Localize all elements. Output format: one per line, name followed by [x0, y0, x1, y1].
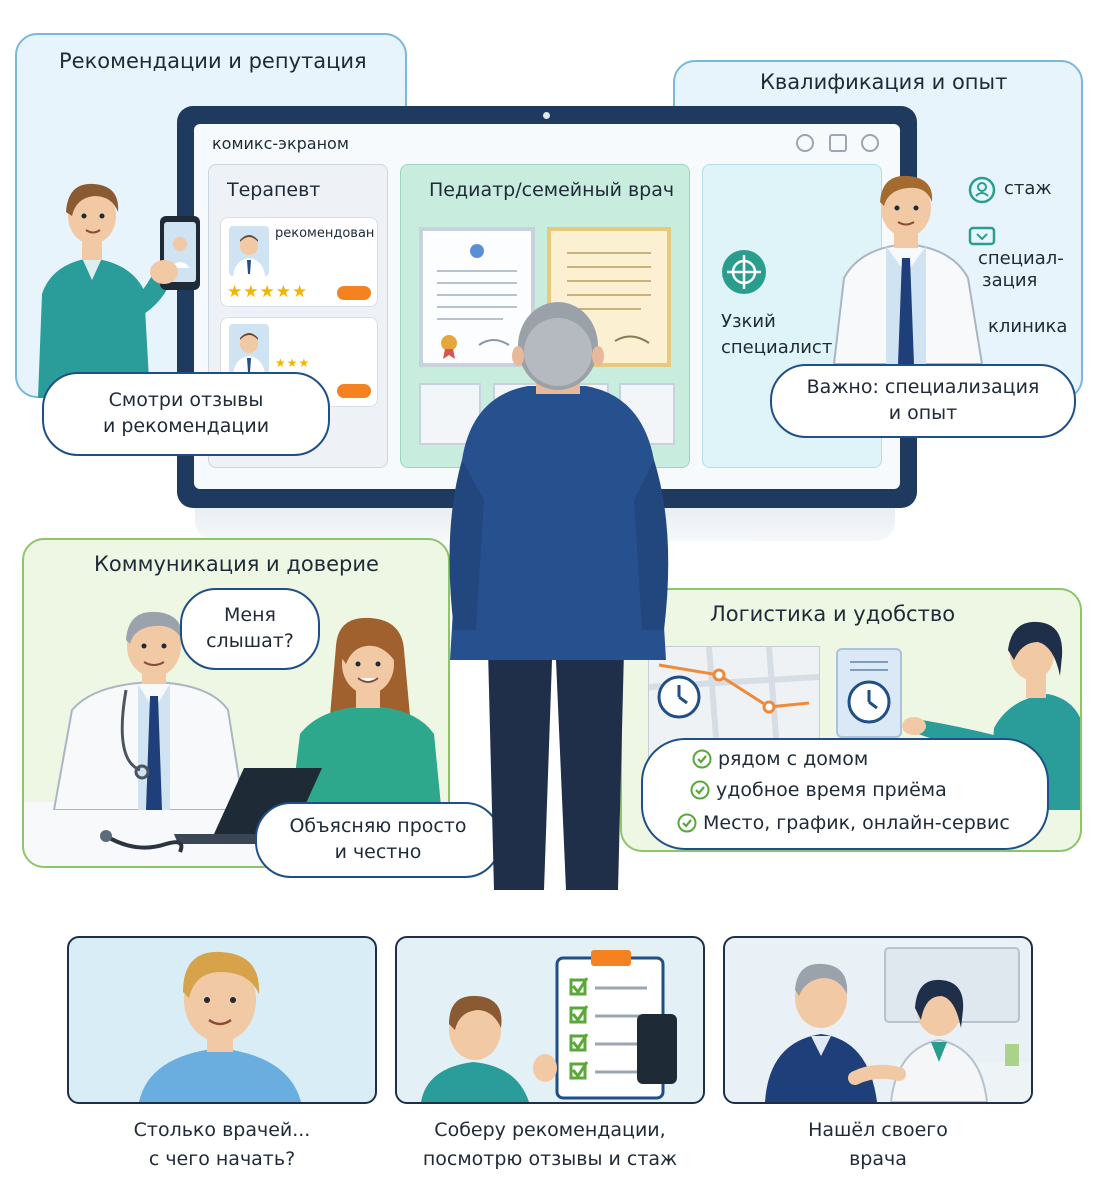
bubble-line: и рекомендации: [102, 415, 270, 437]
panel-qualification-title: Квалификация и опыт: [760, 70, 1008, 94]
caption-line: Соберу рекомендации,: [434, 1119, 666, 1141]
check-item: удобное время приёма: [690, 779, 947, 801]
doctor-illustration: [830, 172, 988, 364]
speech-bubble-specialization: Важно: специализация и опыт: [770, 364, 1076, 438]
comic-caption-2: Соберу рекомендации, посмотрю отзывы и с…: [380, 1116, 720, 1173]
check-item: Место, график, онлайн-сервис: [677, 812, 1010, 834]
rating-stars: ★★★★★: [227, 282, 309, 302]
doctor-column-pediatrician[interactable]: Педиатр/семейный врач: [400, 164, 690, 468]
card-label: рекомендован: [275, 226, 375, 241]
caption-line: посмотрю отзывы и стаж: [422, 1147, 678, 1170]
avatar: [229, 324, 269, 374]
window-maximize-button[interactable]: [829, 134, 847, 152]
check-label: рядом с домом: [718, 748, 869, 770]
bubble-line: Смотри отзывы: [108, 389, 264, 412]
panel-reputation-title: Рекомендации и репутация: [59, 49, 367, 73]
caption-line: Столько врачей...: [133, 1119, 311, 1141]
schedule-card: [836, 648, 902, 738]
qualification-specialization-2: зация: [982, 270, 1038, 291]
caption-line: врача: [849, 1147, 907, 1170]
doctor-illustration: [44, 610, 254, 810]
check-icon: [677, 813, 697, 833]
window-title: комикс-экраном: [212, 134, 349, 153]
speech-bubble-heard: Меня слышат?: [180, 588, 320, 670]
panel-logistics-title: Логистика и удобство: [710, 602, 956, 626]
bubble-line: Важно: специализация: [806, 376, 1040, 399]
check-label: удобное время приёма: [716, 779, 947, 801]
rating-stars: ★★★: [275, 356, 311, 370]
speech-bubble-reviews: Смотри отзывы и рекомендации: [42, 372, 330, 456]
column-label-pediatrician: Педиатр/семейный врач: [429, 179, 675, 201]
experience-icon: [968, 176, 996, 204]
window-minimize-button[interactable]: [796, 134, 814, 152]
bubble-line: Объясняю просто: [289, 815, 467, 838]
rating-badge: [337, 286, 371, 300]
comic-frame-2: [395, 936, 705, 1104]
qualification-specialization-1: специал-: [978, 248, 1064, 269]
target-icon: [721, 249, 767, 295]
check-icon: [690, 780, 710, 800]
check-icon: [692, 749, 712, 769]
column-label-therapist: Терапевт: [227, 179, 321, 201]
check-item: рядом с домом: [692, 748, 868, 770]
window-close-button[interactable]: [861, 134, 879, 152]
panel-communication-title: Коммуникация и доверие: [94, 552, 379, 576]
column-label-specialist-1: Узкий: [721, 311, 776, 332]
stethoscope-icon: [96, 824, 196, 864]
bubble-line: слышат?: [206, 630, 294, 652]
comic-frame-3: [723, 936, 1033, 1104]
qualification-clinic: клиника: [988, 316, 1068, 337]
patient-woman-illustration: [286, 616, 446, 816]
caption-line: с чего начать?: [148, 1147, 296, 1170]
comic-caption-3: Нашёл своего врача: [723, 1116, 1033, 1173]
caption-line: Нашёл своего: [808, 1119, 948, 1141]
bubble-line: Меня: [224, 604, 276, 627]
column-label-specialist-2: специалист: [721, 337, 833, 358]
diploma-certificate: [419, 227, 535, 367]
comic-caption-1: Столько врачей... с чего начать?: [67, 1116, 377, 1173]
check-label: Место, график, онлайн-сервис: [703, 812, 1010, 834]
camera-dot: [543, 112, 550, 119]
bubble-line: и опыт: [888, 402, 958, 424]
bubble-line: и честно: [334, 841, 422, 863]
qualification-experience: стаж: [1004, 178, 1052, 199]
speech-bubble-explain: Объясняю просто и честно: [255, 802, 501, 878]
comic-frame-1: [67, 936, 377, 1104]
avatar: [229, 226, 269, 276]
man-with-phone-illustration: [32, 172, 212, 398]
logistics-checklist-bubble: [641, 738, 1049, 850]
specialization-icon: [968, 226, 996, 246]
doctor-card[interactable]: рекомендован ★★★★★: [220, 217, 378, 307]
man-back-view-illustration: [432, 300, 682, 890]
rating-badge: [337, 384, 371, 398]
